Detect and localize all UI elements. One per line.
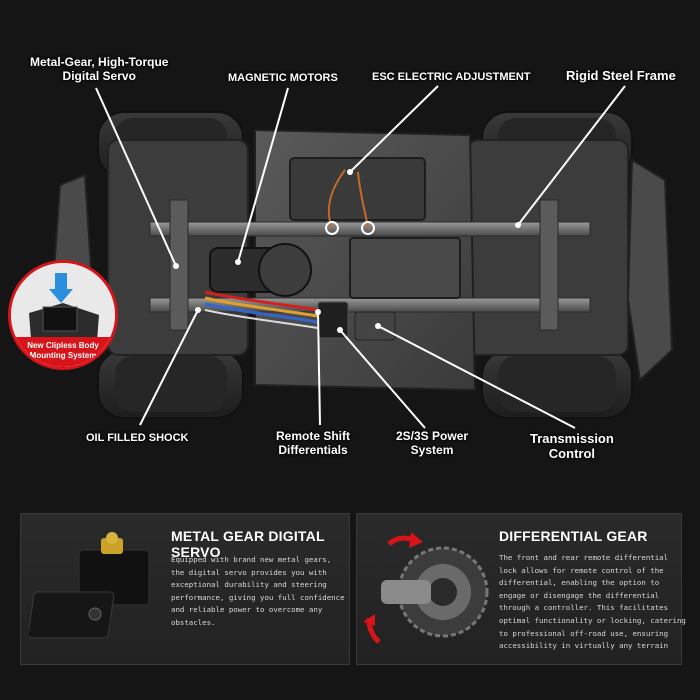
frame-crossmember-front <box>169 199 189 331</box>
servo-text-line: exceptional durability and steering <box>171 580 327 590</box>
frame-crossmember-rear <box>539 199 559 331</box>
callout-power-line2: System <box>410 442 454 457</box>
rc-chassis-illustration <box>50 85 674 429</box>
callout-remote-shift-line1: Remote Shift <box>276 429 351 443</box>
callout-leader-lines <box>95 85 626 429</box>
callout-power-line1: 2S/3S Power <box>396 429 469 443</box>
differential-text-line: optimal functionality or locking, cateri… <box>499 615 686 625</box>
callout-frame: Rigid Steel Frame <box>566 68 676 83</box>
rotation-arrow-icon <box>363 532 423 644</box>
badge-caption: New Clipless Body Mounting System <box>11 337 115 367</box>
servo-text-line: obstacles. <box>171 617 216 627</box>
callout-transmission-line1: Transmission <box>530 431 614 446</box>
callout-power: 2S/3S Power System <box>396 429 469 458</box>
callout-transmission-line2: Control <box>548 445 596 461</box>
esc-box <box>289 157 426 221</box>
tire-rear-left <box>97 349 244 419</box>
differential-text-line: through a controller. This facilitates <box>499 603 669 613</box>
battery-tray <box>349 237 461 299</box>
tire-rear-right <box>481 349 633 419</box>
badge-line1: New Clipless Body <box>27 341 99 350</box>
callout-servo: Metal-Gear, High-Torque Digital Servo <box>30 55 169 84</box>
servo-text-line: performance, giving you full confidence <box>171 592 345 602</box>
down-arrow-icon <box>49 273 73 303</box>
differential-text-line: to professional off-road use, ensuring <box>499 628 669 638</box>
differential-text-line: differential, enabling the option to <box>499 578 660 588</box>
callout-servo-line1: Metal-Gear, High-Torque <box>30 55 169 69</box>
badge-line2: Mounting System <box>29 351 97 360</box>
servo-panel-title: METAL GEAR DIGITAL SERVO <box>171 528 325 560</box>
callout-remote-shift: Remote Shift Differentials <box>276 429 351 458</box>
callout-remote-shift-line2: Differentials <box>278 442 348 457</box>
callout-dots <box>173 169 521 333</box>
servo-illustration <box>29 532 150 639</box>
differential-text-line: The front and rear remote differential <box>499 553 669 562</box>
callout-oil-shock: OIL FILLED SHOCK <box>86 432 189 444</box>
servo-feature-panel: METAL GEAR DIGITAL SERVO Equipped with b… <box>20 513 350 665</box>
callout-servo-line2: Digital Servo <box>62 68 136 83</box>
callout-transmission: Transmission Control <box>530 431 614 462</box>
rear-bumper <box>626 158 674 383</box>
servo-text-line: and reliable power to overcome any <box>171 605 323 615</box>
differential-text-line: engage or disengage the differential <box>499 590 660 600</box>
differential-gear-illustration <box>363 532 489 644</box>
differential-feature-panel: DIFFERENTIAL GEAR The front and rear rem… <box>356 513 686 665</box>
servo-text-line: the digital servo provides you with <box>171 567 327 577</box>
differential-text-line: accessibility in virtually any terrain <box>499 641 669 651</box>
callout-esc: ESC ELECTRIC ADJUSTMENT <box>372 71 531 83</box>
callout-magnetic-motors: MAGNETIC MOTORS <box>228 72 338 84</box>
differential-panel-title: DIFFERENTIAL GEAR <box>499 528 648 544</box>
motor-gearbox <box>258 243 312 297</box>
differential-panel-body: The front and rear remote differential l… <box>499 552 686 653</box>
differential-text-line: lock allows for remote control of the <box>499 565 664 575</box>
clipless-body-badge: New Clipless Body Mounting System <box>8 260 118 370</box>
servo-text-line: Equipped with brand new metal gears, <box>171 555 332 564</box>
servo-panel-body: Equipped with brand new metal gears, the… <box>171 554 345 630</box>
